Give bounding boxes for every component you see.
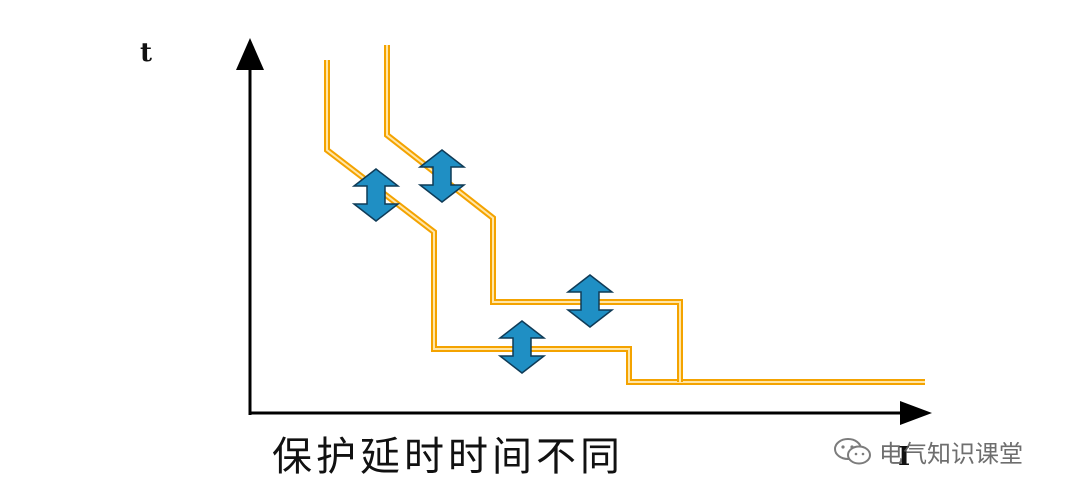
axes: t [140, 38, 932, 425]
delay-arrows [351, 149, 615, 374]
watermark-text: 电气知识课堂 [879, 440, 1023, 468]
x-axis-label: I [898, 442, 910, 472]
double-arrow-icon [565, 274, 615, 328]
double-arrow-icon [497, 320, 547, 374]
caption: 保护延时时间不同 [272, 434, 624, 480]
y-axis-label: t [140, 38, 152, 68]
wechat-icon [834, 437, 871, 464]
x-axis-arrowhead [900, 401, 932, 425]
y-axis-arrowhead [236, 38, 264, 70]
watermark: 电气知识课堂 [833, 434, 1023, 469]
curve-2-inner [386, 45, 681, 382]
curve-1-inner [326, 60, 925, 383]
double-arrow-icon [417, 149, 467, 203]
protection-curve-1 [324, 60, 925, 385]
protection-curve-2 [384, 45, 683, 382]
curve-1-outer [324, 60, 925, 385]
double-arrow-icon [351, 168, 401, 222]
